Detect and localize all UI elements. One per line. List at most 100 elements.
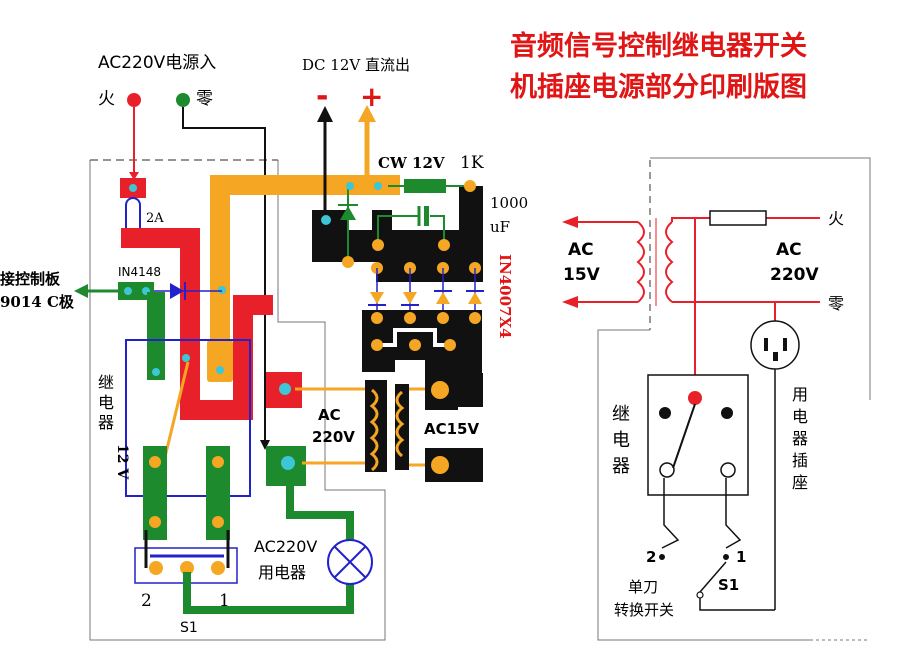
coil-pad-hole bbox=[152, 368, 160, 376]
bridge-pad-b1 bbox=[371, 312, 383, 324]
sched-relay-common bbox=[688, 391, 702, 405]
sched-relay-pin-b bbox=[721, 407, 733, 419]
cap-label-1: 1000 bbox=[490, 194, 528, 212]
trans-220-label: 220V bbox=[312, 428, 355, 446]
sched-fuse bbox=[709, 210, 767, 226]
relay-nc-hole-1 bbox=[149, 456, 161, 468]
diode-symbol bbox=[170, 283, 184, 299]
switch-label-s1: S1 bbox=[180, 620, 198, 636]
ground-plane-right bbox=[376, 230, 462, 282]
orange-trace bbox=[210, 175, 400, 380]
live-label: 火 bbox=[98, 89, 115, 109]
switch-pin-2 bbox=[149, 561, 163, 575]
sched-socket-char-2: 电 bbox=[792, 407, 808, 426]
sched-switch-desc-1: 单刀 bbox=[628, 578, 658, 596]
bridge-rectifier: IN4007X4 bbox=[368, 254, 514, 339]
sec-arrow-bot bbox=[562, 296, 578, 308]
sched-relay-char-3: 器 bbox=[612, 456, 630, 477]
green-coil-trace bbox=[147, 292, 165, 380]
bridge-diode-4 bbox=[468, 292, 482, 304]
control-label-2: 9014 C极 bbox=[0, 293, 75, 311]
neutral-arrow bbox=[260, 440, 270, 450]
sched-secondary-coil bbox=[636, 221, 645, 303]
sec-pad-top-hole bbox=[431, 381, 449, 399]
schematic-outline-2 bbox=[650, 157, 871, 400]
bridge-pad-c3 bbox=[444, 339, 456, 351]
sched-sec-ac: AC bbox=[568, 240, 594, 260]
neutral-terminal bbox=[176, 93, 190, 107]
schematic: AC 15V 火 零 AC 220V 继 电 器 用 电 器 bbox=[562, 157, 871, 641]
left-pcb: AC220V电源入 火 零 2A IN4148 bbox=[0, 53, 400, 641]
fuse-label: 2A bbox=[146, 211, 164, 226]
cap-plate-2 bbox=[424, 206, 429, 226]
resistor-label: 1K bbox=[460, 153, 484, 173]
lamp-cross-2 bbox=[333, 545, 367, 579]
sched-no-wire bbox=[725, 478, 742, 549]
dc-plus-arrow bbox=[358, 105, 376, 122]
sched-socket-char-3: 器 bbox=[792, 429, 808, 448]
bridge-pad-b2 bbox=[404, 312, 416, 324]
sched-switch-s1: S1 bbox=[718, 576, 739, 594]
dc-minus-arrow bbox=[317, 106, 333, 122]
bridge-label: IN4007X4 bbox=[496, 254, 514, 339]
orange-pad-hole-2 bbox=[218, 286, 226, 294]
relay-char-3: 器 bbox=[98, 413, 114, 432]
sched-socket-char-4: 插 bbox=[792, 451, 808, 470]
bridge-inner-trace bbox=[377, 328, 450, 347]
schematic-outline bbox=[597, 329, 810, 641]
relay-nc-hole-2 bbox=[149, 516, 161, 528]
socket-slot-ground bbox=[773, 352, 778, 361]
sec-pad-bot-hole bbox=[431, 456, 449, 474]
dc-plus-label: + bbox=[360, 80, 383, 113]
sched-switch-2 bbox=[659, 554, 665, 560]
sched-relay-no bbox=[720, 462, 736, 478]
diode-label: IN4148 bbox=[118, 265, 161, 279]
sched-primary-coil bbox=[665, 221, 674, 303]
sched-relay-arm bbox=[672, 403, 696, 469]
control-arrow-head bbox=[74, 284, 88, 298]
sched-relay-char-1: 继 bbox=[612, 404, 630, 425]
sched-live-label: 火 bbox=[828, 209, 844, 228]
socket-slot-left bbox=[764, 338, 768, 351]
sched-live-line bbox=[671, 217, 820, 222]
bridge-pad-c2 bbox=[409, 339, 421, 351]
neutral-wire bbox=[182, 107, 266, 440]
sched-socket-char-1: 用 bbox=[792, 385, 808, 404]
live-out-hole bbox=[279, 383, 291, 395]
dc-minus-label: - bbox=[316, 79, 328, 114]
cap-lead-right bbox=[430, 215, 445, 245]
bridge-pad-c1 bbox=[371, 339, 383, 351]
bridge-pad-b3 bbox=[437, 312, 449, 324]
zener-pad-bottom bbox=[342, 256, 354, 268]
control-pad bbox=[118, 282, 154, 300]
bridge-diode-2 bbox=[403, 292, 417, 304]
red-trace bbox=[121, 228, 273, 420]
live-arrow bbox=[129, 172, 139, 180]
power-section: DC 12V 直流出 - + CW 12V 1K 1000 uF bbox=[295, 56, 528, 482]
switch-pin-common bbox=[180, 561, 194, 575]
title-line2: 机插座电源部分印刷版图 bbox=[510, 71, 807, 103]
relay-no-hole-1 bbox=[212, 456, 224, 468]
bridge-pad-b4 bbox=[469, 312, 481, 324]
cap-pad-l bbox=[372, 239, 384, 251]
neutral-label: 零 bbox=[196, 89, 213, 109]
title: 音频信号控制继电器开关 机插座电源部分印刷版图 bbox=[510, 30, 807, 103]
switch-label-2: 2 bbox=[141, 591, 152, 611]
gnd-hole bbox=[321, 215, 331, 225]
socket-slot-right bbox=[783, 338, 787, 351]
sched-relay-char-2: 电 bbox=[612, 430, 630, 451]
sched-nc-wire bbox=[661, 478, 680, 549]
res-pad-r bbox=[464, 180, 476, 192]
cap-label-2: uF bbox=[490, 218, 510, 236]
relay-no-hole-2 bbox=[212, 516, 224, 528]
bridge-ground-block bbox=[362, 310, 482, 410]
dc-out-label: DC 12V 直流出 bbox=[302, 56, 410, 74]
pcb-outline bbox=[89, 160, 386, 641]
red-pad-hole bbox=[182, 354, 190, 362]
relay-outline bbox=[125, 339, 251, 497]
bridge-diode-3 bbox=[436, 292, 450, 304]
load-label-2: 用电器 bbox=[258, 563, 306, 582]
sched-switch-1 bbox=[723, 554, 729, 560]
bridge-diode-1 bbox=[370, 292, 384, 304]
